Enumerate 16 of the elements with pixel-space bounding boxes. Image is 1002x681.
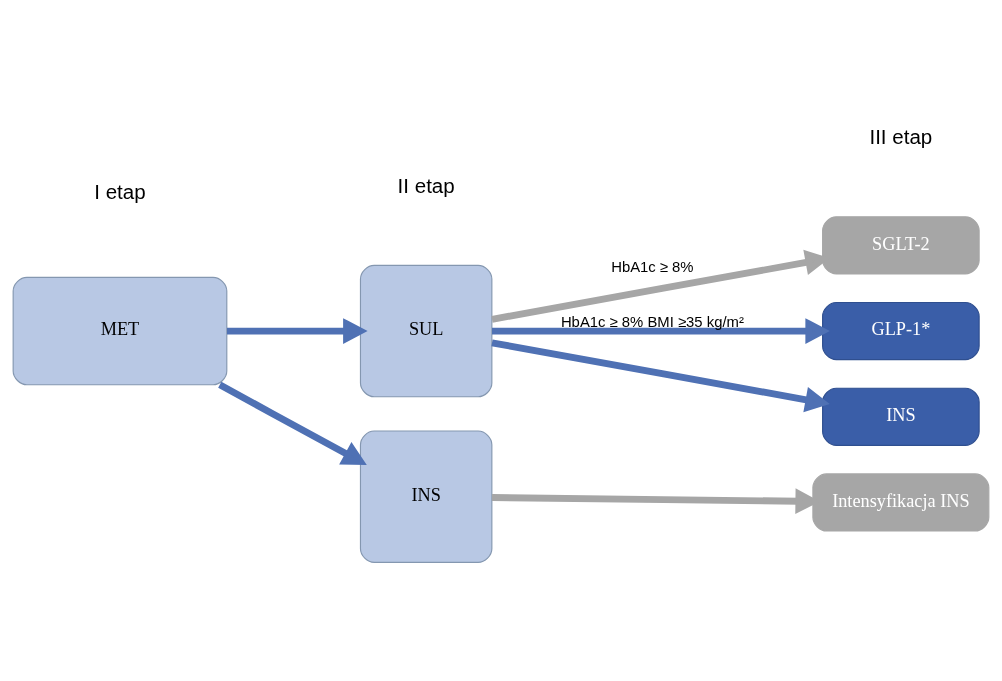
node-box: INS — [822, 387, 980, 446]
edge-label: HbA1c ≥ 8% — [611, 259, 694, 276]
node-box: INS — [359, 430, 493, 563]
node-box: SUL — [359, 264, 493, 398]
label: II etap — [397, 174, 455, 198]
node-box: GLP-1* — [822, 301, 980, 361]
node-box: MET — [12, 276, 228, 386]
arrow — [227, 318, 368, 344]
edge-label: HbA1c ≥ 8% BMI ≥35 kg/m² — [560, 313, 744, 330]
node-box: Intensyfikacja INS — [812, 473, 990, 532]
arrow — [218, 381, 367, 465]
arrow — [492, 318, 830, 344]
node-box: SGLT-2 — [822, 216, 980, 275]
label: III etap — [869, 125, 933, 149]
label: I etap — [94, 180, 146, 203]
arrow — [491, 339, 830, 413]
